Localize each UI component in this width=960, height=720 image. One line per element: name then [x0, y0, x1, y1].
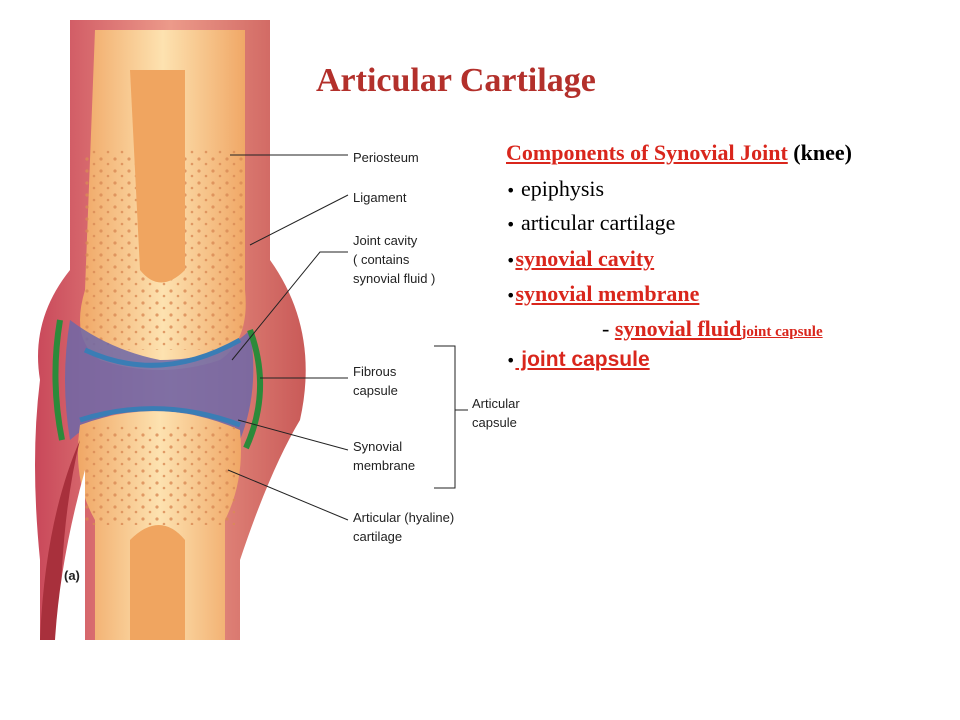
label-fibrous-capsule-2: capsule [353, 383, 398, 398]
bullet-icon: • [506, 251, 516, 270]
label-joint-cavity-2: ( contains [353, 252, 410, 267]
slide-title: Articular Cartilage [316, 62, 596, 99]
item-text: articular cartilage [520, 210, 676, 235]
list-item-articular-cartilage: • articular cartilage [506, 210, 675, 236]
label-fibrous-capsule: Fibrous [353, 364, 397, 379]
bullet-icon: • [506, 351, 516, 370]
label-synovial-membrane-2: membrane [353, 458, 415, 473]
joint-capsule-small-link[interactable]: joint capsule [741, 324, 823, 340]
sub-item-synovial-fluid: - synovial fluidjoint capsule [602, 316, 823, 342]
list-item-epiphysis: • epiphysis [506, 176, 604, 202]
label-articular-capsule-2: capsule [472, 415, 517, 430]
medullary-cavity [130, 70, 185, 283]
label-joint-cavity: Joint cavity [353, 233, 418, 248]
components-heading: Components of Synovial Joint (knee) [506, 140, 852, 166]
panel-label: (a) [64, 568, 80, 583]
knee-joint-illustration: Periosteum Ligament Joint cavity ( conta… [35, 20, 520, 640]
label-articular-cartilage: Articular (hyaline) [353, 510, 454, 525]
label-synovial-membrane: Synovial [353, 439, 402, 454]
synovial-fluid-link[interactable]: synovial fluid [614, 316, 742, 341]
list-item-joint-capsule: • joint capsule [506, 346, 650, 372]
joint-capsule-link[interactable]: joint capsule [515, 348, 650, 371]
label-articular-capsule: Articular [472, 396, 520, 411]
item-text: epiphysis [520, 176, 605, 201]
label-periosteum: Periosteum [353, 150, 419, 165]
sub-item-dash: - [602, 316, 615, 341]
bullet-icon: • [506, 215, 516, 234]
label-articular-cartilage-2: cartilage [353, 529, 402, 544]
components-heading-link[interactable]: Components of Synovial Joint [506, 140, 788, 165]
synovial-cavity-link[interactable]: synovial cavity [515, 246, 655, 271]
label-joint-cavity-3: synovial fluid ) [353, 271, 435, 286]
bullet-icon: • [506, 286, 516, 305]
components-heading-suffix: (knee) [787, 140, 852, 165]
synovial-membrane-link[interactable]: synovial membrane [515, 281, 700, 306]
list-item-synovial-membrane: •synovial membrane [506, 281, 699, 307]
label-ligament: Ligament [353, 190, 407, 205]
list-item-synovial-cavity: •synovial cavity [506, 246, 654, 272]
bullet-icon: • [506, 181, 516, 200]
